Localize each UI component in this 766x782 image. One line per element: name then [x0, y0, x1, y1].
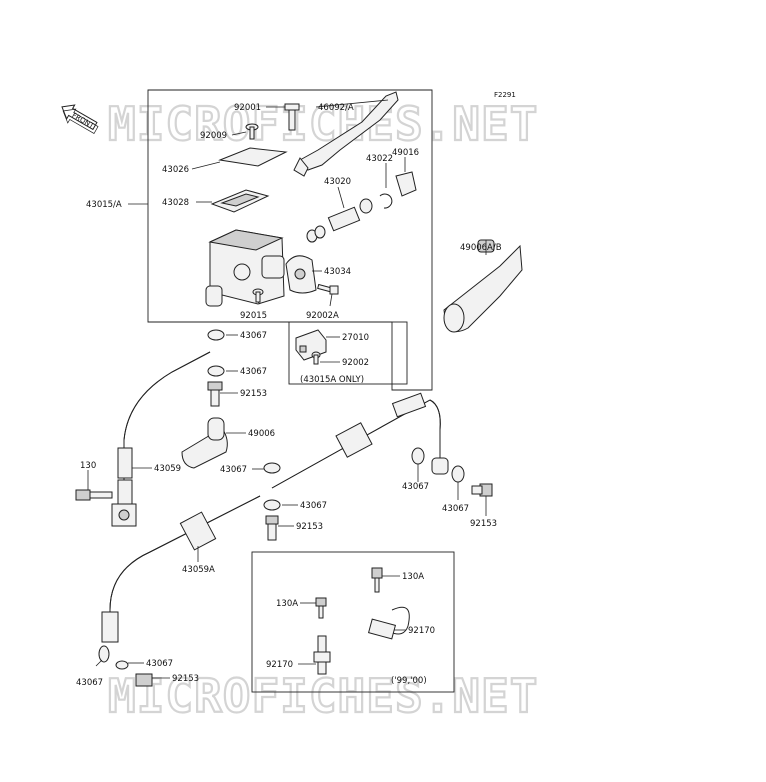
label-49006ab: 49006A/B [460, 243, 502, 253]
label-43015a: 43015/A [86, 200, 122, 210]
banjo-bolt-1 [207, 381, 223, 407]
label-43067-h: 43067 [76, 678, 103, 688]
label-130a-left: 130A [276, 599, 298, 609]
label-92153-a: 92153 [240, 389, 267, 399]
label-49006: 49006 [248, 429, 275, 439]
label-92009: 92009 [200, 131, 227, 141]
banjo-cover [181, 417, 228, 469]
washer-3 [263, 462, 281, 474]
bolt-130 [75, 489, 113, 501]
label-92015: 92015 [240, 311, 267, 321]
note-43015a-only: (43015A ONLY) [300, 375, 364, 385]
label-27010: 27010 [342, 333, 369, 343]
washer-5 [411, 447, 425, 465]
bolt-130a-left [315, 597, 327, 619]
label-92153-c: 92153 [470, 519, 497, 529]
brake-hose-upper [111, 351, 211, 527]
clamp-92170-left [313, 635, 331, 675]
banjo-bolt-3 [471, 483, 493, 497]
switch-subbox [288, 321, 408, 385]
label-130a-right: 130A [402, 572, 424, 582]
leader-lines [87, 99, 487, 679]
bracket-detail-box [251, 551, 455, 693]
washer-4 [263, 499, 281, 511]
brake-hose-middle [271, 392, 449, 489]
watermark-bottom: MICROFICHES.NET [108, 669, 538, 723]
label-43020: 43020 [324, 177, 351, 187]
label-46092a: 46092/A [318, 103, 354, 113]
washer-2 [207, 365, 225, 377]
label-92002: 92002 [342, 358, 369, 368]
label-92001: 92001 [234, 103, 261, 113]
brake-hose-lower [101, 495, 261, 643]
front-arrow-icon: FRONT [61, 104, 99, 134]
dust-boot [395, 171, 417, 197]
screw-92009 [245, 123, 259, 140]
reservoir-cap [218, 147, 288, 167]
washer-6 [451, 465, 465, 483]
lever-guard [443, 239, 523, 333]
label-43028: 43028 [162, 198, 189, 208]
figure-code: F2291 [494, 91, 516, 99]
label-92153-d: 92153 [172, 674, 199, 684]
circlip [379, 193, 393, 209]
label-43067-f: 43067 [442, 504, 469, 514]
washer-7 [98, 645, 110, 663]
label-43067-b: 43067 [240, 367, 267, 377]
label-43067-d: 43067 [402, 482, 429, 492]
master-cylinder-assembly-box [147, 89, 433, 391]
label-43034: 43034 [324, 267, 351, 277]
label-130: 130 [80, 461, 96, 471]
watermark-top: MICROFICHES.NET [108, 97, 538, 151]
label-43022: 43022 [366, 154, 393, 164]
label-43059a: 43059A [182, 565, 215, 575]
label-43026: 43026 [162, 165, 189, 175]
label-43067-e: 43067 [300, 501, 327, 511]
label-43067-c: 43067 [220, 465, 247, 475]
label-43067-a: 43067 [240, 331, 267, 341]
piston-kit [306, 198, 373, 243]
brake-switch [295, 329, 327, 361]
banjo-bolt-2 [265, 515, 279, 541]
clamp-holder [285, 255, 317, 294]
label-43067-g: 43067 [146, 659, 173, 669]
master-cylinder-body [205, 229, 285, 307]
washer-8 [115, 660, 129, 670]
note-year: ('99,'00) [391, 676, 427, 686]
bolt-92002a [317, 283, 339, 295]
label-92170-left: 92170 [266, 660, 293, 670]
brake-lever [293, 91, 399, 177]
label-92170-right: 92170 [408, 626, 435, 636]
part-labels: 92001 46092/A 92009 43026 43022 49016 43… [76, 103, 502, 688]
washer-1 [207, 329, 225, 341]
diaphragm [210, 189, 270, 213]
clamp-92170-right [367, 606, 410, 640]
banjo-bolt-4 [135, 673, 153, 687]
label-92153-b: 92153 [296, 522, 323, 532]
screw-92002 [311, 351, 321, 365]
label-43059: 43059 [154, 464, 181, 474]
label-49016: 49016 [392, 148, 419, 158]
bolt-130a-right [371, 567, 383, 593]
label-92002a: 92002A [306, 311, 339, 321]
